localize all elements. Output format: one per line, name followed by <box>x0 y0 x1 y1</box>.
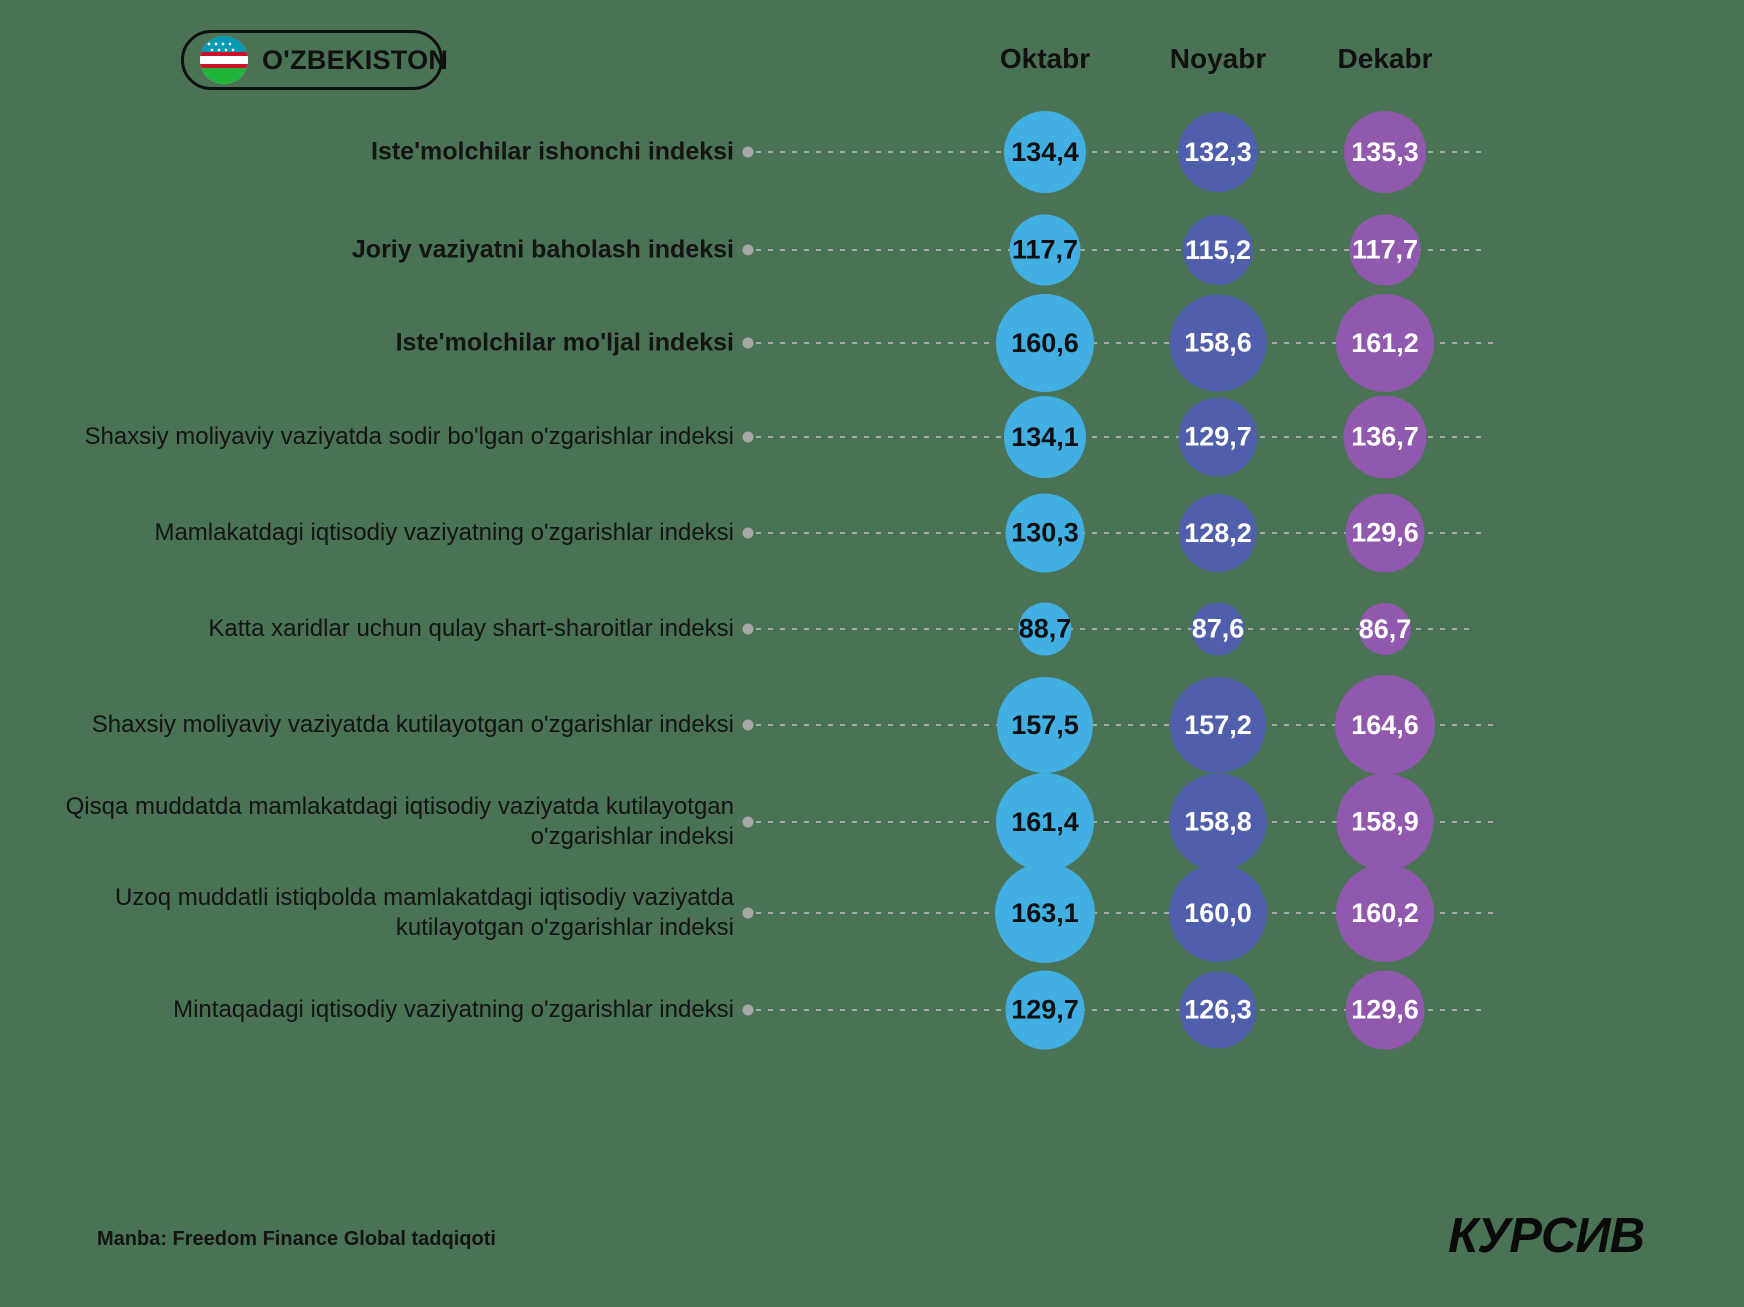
value-bubble-dekabr: 136,7 <box>1343 395 1427 479</box>
value-bubble-noyabr: 126,3 <box>1179 971 1257 1049</box>
bubble-value: 157,5 <box>1011 709 1079 740</box>
bubble-value: 160,0 <box>1184 897 1252 928</box>
value-bubble-dekabr: 160,2 <box>1336 864 1434 962</box>
bubble-value: 161,4 <box>1011 806 1079 837</box>
value-bubble-dekabr: 129,6 <box>1345 970 1425 1050</box>
bubble-value: 132,3 <box>1184 136 1252 167</box>
leader-line <box>756 628 1472 630</box>
country-badge: O'ZBEKISTON <box>181 30 448 90</box>
bubble-value: 134,4 <box>1011 136 1079 167</box>
row-label: Mamlakatdagi iqtisodiy vaziyatning o'zga… <box>154 519 734 546</box>
leader-line <box>756 912 1495 914</box>
column-header-noyabr: Noyabr <box>1169 43 1267 74</box>
leader-dot <box>742 907 754 919</box>
value-bubble-noyabr: 157,2 <box>1170 677 1266 773</box>
leader-line <box>756 249 1481 251</box>
kursiv-logo: КУРСИВ <box>1447 1209 1645 1263</box>
leader-line <box>756 436 1486 438</box>
leader-dot <box>742 816 754 828</box>
leader-dot <box>742 431 754 443</box>
leader-line <box>756 1009 1485 1011</box>
bubble-value: 86,7 <box>1358 613 1412 644</box>
row-label: Shaxsiy moliyaviy vaziyatda kutilayotgan… <box>91 711 734 738</box>
bubble-value: 161,2 <box>1351 327 1419 358</box>
leader-line <box>756 532 1485 534</box>
country-name: O'ZBEKISTON <box>262 44 449 75</box>
leader-dot <box>742 1004 754 1016</box>
bubble-value: 160,6 <box>1011 327 1079 358</box>
column-header-oktabr: Oktabr <box>999 43 1091 74</box>
bubble-value: 117,7 <box>1351 234 1419 265</box>
bubble-value: 129,6 <box>1351 994 1419 1025</box>
row-label: Katta xaridlar uchun qulay shart-sharoit… <box>208 615 734 642</box>
leader-line <box>756 342 1494 344</box>
value-bubble-oktabr: 134,4 <box>1004 111 1086 193</box>
value-bubble-oktabr: 130,3 <box>1005 493 1085 573</box>
value-bubble-noyabr: 87,6 <box>1191 602 1245 656</box>
value-bubble-dekabr: 86,7 <box>1359 603 1411 655</box>
source-note: Manba: Freedom Finance Global tadqiqoti <box>97 1228 496 1250</box>
row-label: Qisqa muddatda mamlakatdagi iqtisodiy va… <box>65 793 734 850</box>
row-label: Iste'molchilar mo'ljal indeksi <box>395 328 734 357</box>
value-bubble-noyabr: 158,8 <box>1169 773 1267 871</box>
bubble-value: 160,2 <box>1351 897 1419 928</box>
bubble-value: 129,6 <box>1351 517 1419 548</box>
value-bubble-oktabr: 117,7 <box>1009 214 1081 286</box>
leader-line <box>756 821 1494 823</box>
leader-dot <box>742 623 754 635</box>
uzbekistan-flag-icon <box>200 36 248 84</box>
bubble-value: 135,3 <box>1351 136 1419 167</box>
value-bubble-dekabr: 158,9 <box>1336 773 1434 871</box>
bubble-value: 129,7 <box>1184 421 1252 452</box>
bubble-value: 136,7 <box>1351 421 1419 452</box>
leader-dot <box>742 146 754 158</box>
value-bubble-dekabr: 161,2 <box>1336 294 1434 392</box>
value-bubble-oktabr: 134,1 <box>1004 396 1086 478</box>
bubble-value: 157,2 <box>1184 709 1252 740</box>
column-header-dekabr: Dekabr <box>1337 43 1433 74</box>
value-bubble-oktabr: 160,6 <box>996 294 1094 392</box>
bubble-value: 158,6 <box>1184 327 1252 358</box>
value-bubble-oktabr: 157,5 <box>997 677 1093 773</box>
bubble-value: 126,3 <box>1184 994 1252 1025</box>
row-label: Uzoq muddatli istiqbolda mamlakatdagi iq… <box>115 884 734 941</box>
bubble-value: 87,6 <box>1191 613 1245 644</box>
bubble-value: 134,1 <box>1011 421 1079 452</box>
row-label: Mintaqadagi iqtisodiy vaziyatning o'zgar… <box>173 996 734 1023</box>
value-bubble-noyabr: 129,7 <box>1178 397 1258 477</box>
bubble-value: 88,7 <box>1018 613 1072 644</box>
value-bubble-dekabr: 164,6 <box>1335 675 1435 775</box>
leader-line <box>756 151 1486 153</box>
value-bubble-noyabr: 160,0 <box>1169 864 1267 962</box>
row-label: Iste'molchilar ishonchi indeksi <box>371 137 734 166</box>
leader-dot <box>742 337 754 349</box>
row-label: Shaxsiy moliyaviy vaziyatda sodir bo'lga… <box>84 423 734 450</box>
value-bubble-oktabr: 163,1 <box>995 863 1095 963</box>
leader-dot <box>742 244 754 256</box>
bubble-value: 128,2 <box>1184 517 1252 548</box>
leader-dot <box>742 527 754 539</box>
bubble-value: 130,3 <box>1011 517 1079 548</box>
leader-line <box>756 724 1493 726</box>
value-bubble-noyabr: 115,2 <box>1183 215 1253 285</box>
value-bubble-noyabr: 128,2 <box>1179 494 1257 572</box>
bubble-value: 163,1 <box>1011 897 1079 928</box>
bubble-value: 115,2 <box>1184 234 1252 265</box>
bubble-value: 129,7 <box>1011 994 1079 1025</box>
bubble-value: 158,8 <box>1184 806 1252 837</box>
leader-dot <box>742 719 754 731</box>
bubble-value: 117,7 <box>1011 234 1079 265</box>
value-bubble-dekabr: 135,3 <box>1344 111 1426 193</box>
row-label: Joriy vaziyatni baholash indeksi <box>351 235 734 264</box>
bubble-value: 164,6 <box>1351 709 1419 740</box>
bubble-value: 158,9 <box>1351 806 1419 837</box>
value-bubble-oktabr: 161,4 <box>996 773 1094 871</box>
value-bubble-dekabr: 117,7 <box>1349 214 1421 286</box>
value-bubble-noyabr: 132,3 <box>1178 112 1258 192</box>
value-bubble-oktabr: 129,7 <box>1005 970 1085 1050</box>
value-bubble-dekabr: 129,6 <box>1345 493 1425 573</box>
value-bubble-noyabr: 158,6 <box>1169 294 1267 392</box>
value-bubble-oktabr: 88,7 <box>1018 602 1072 656</box>
